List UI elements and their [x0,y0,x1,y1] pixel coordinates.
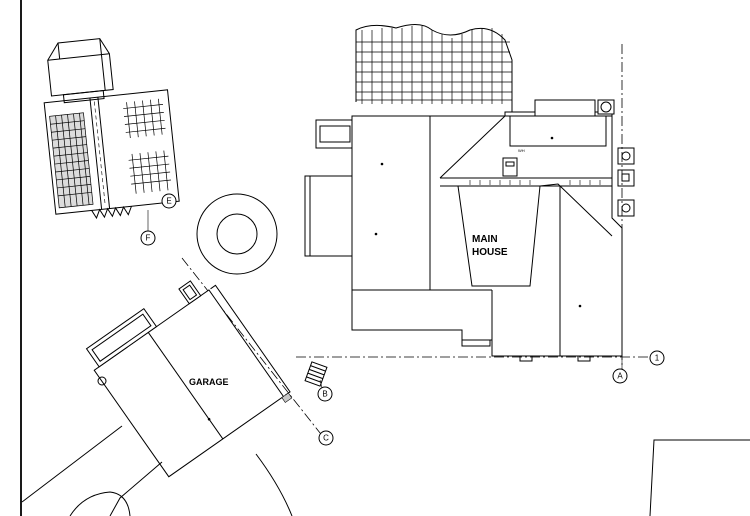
grid-line-c [181,257,325,439]
driveway-edge-2 [109,461,163,516]
west-bay [315,119,355,149]
svg-text:E: E [166,197,171,206]
svg-text:C: C [323,434,329,443]
grid-marker-f: F [140,230,156,246]
main-house: WH MAIN HOUSE [304,24,635,362]
svg-text:F: F [146,234,151,243]
northwest-grid-right-bottom [128,150,171,194]
adjacent-structure [649,439,750,516]
north-roof-box [509,115,607,147]
svg-text:A: A [617,372,623,381]
northwest-grid-left [49,112,94,209]
driveway-curve [69,491,131,516]
northwest-building [43,38,180,220]
main-house-label-2: HOUSE [472,247,508,258]
exterior-stair [304,361,328,387]
round-feature [196,193,278,275]
garage-label: GARAGE [189,377,229,387]
grid-marker-c: C [318,430,334,446]
grid-marker-b: B [317,386,333,402]
north-deck-outline [355,24,513,112]
water-heater [502,157,518,177]
west-porch [304,175,356,257]
driveway-edge-1 [21,425,123,503]
svg-text:B: B [322,390,327,399]
northwest-grid-right-top [123,98,166,139]
main-house-label-1: MAIN [472,234,498,245]
north-deck-grid [356,26,512,104]
wh-label: WH [518,148,525,153]
svg-text:1: 1 [655,354,660,363]
garage-north-wing [85,307,158,368]
driveway-edge-3 [255,453,293,516]
grid-marker-e: E [161,193,177,209]
grid-marker-a: A [612,368,628,384]
garage [85,280,293,478]
grid-marker-1: 1 [649,350,665,366]
